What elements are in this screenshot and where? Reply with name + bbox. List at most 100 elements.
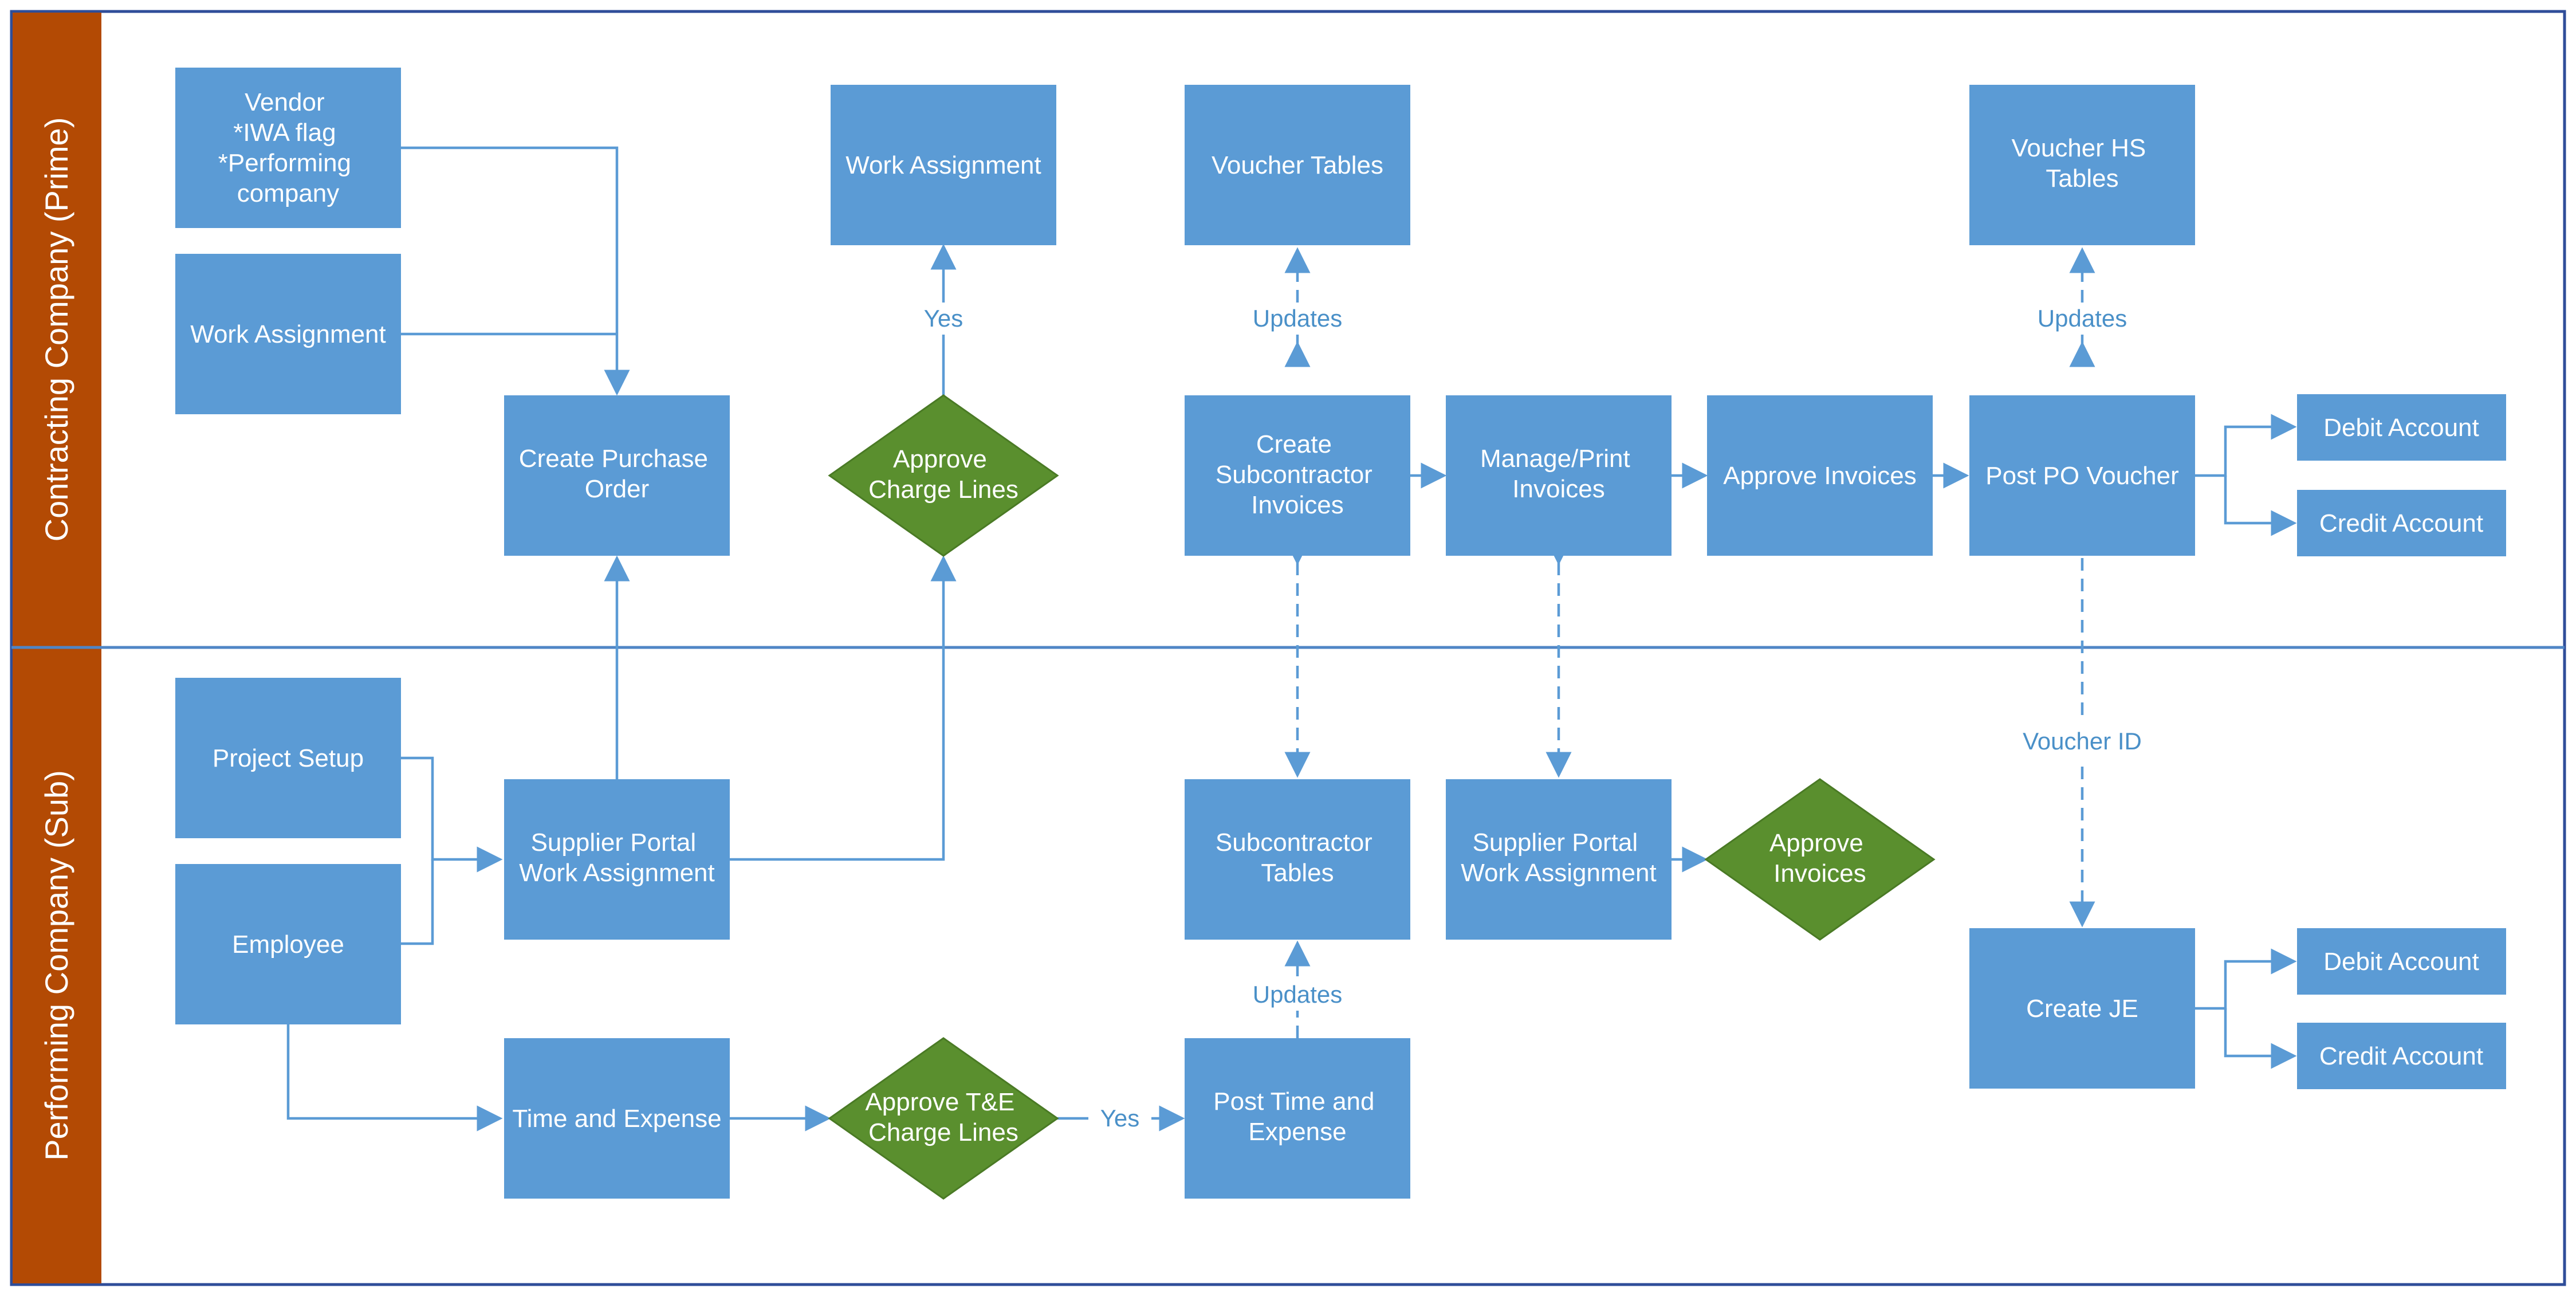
svg-text:Debit Account: Debit Account — [2323, 414, 2479, 442]
svg-text:Create Purchase Order: Create Purchase Order — [519, 445, 715, 503]
node-manage-print-invoices: Manage/Print Invoices — [1446, 395, 1672, 556]
edge-label-updates-voucher-hs: Updates — [2038, 305, 2127, 332]
node-create-po-line-1: Create Purchase — [519, 445, 708, 473]
node-supplier-portal-wa-1-line-1: Supplier Portal — [531, 828, 697, 857]
svg-text:Project Setup: Project Setup — [213, 744, 364, 772]
svg-text:Credit Account: Credit Account — [2319, 1042, 2483, 1070]
node-credit-account-prime-line-1: Credit Account — [2319, 509, 2483, 537]
node-employee: Employee — [175, 864, 401, 1024]
node-supplier-portal-wa-1-line-2: Work Assignment — [519, 859, 715, 887]
node-create-sub-invoices-line-2: Subcontractor — [1216, 461, 1372, 489]
node-project-setup-line-1: Project Setup — [213, 744, 364, 772]
node-voucher-tables-line-1: Voucher Tables — [1212, 151, 1383, 179]
svg-text:Create JE: Create JE — [2026, 995, 2138, 1023]
node-approve-te-charge-lines-line-1: Approve T&E — [865, 1088, 1014, 1116]
node-create-sub-invoices-line-1: Create — [1256, 430, 1332, 458]
svg-text:Post Time and Expense: Post Time and Expense — [1213, 1087, 1382, 1146]
node-create-je: Create JE — [1969, 928, 2195, 1089]
edge-post-to-debit — [2194, 414, 2297, 477]
svg-text:Time and Expense: Time and Expense — [512, 1105, 721, 1133]
edge-project-to-spwa — [401, 756, 503, 873]
node-create-subcontractor-invoices: Create Subcontractor Invoices — [1185, 395, 1410, 556]
node-subcontractor-tables-line-2: Tables — [1261, 859, 1334, 887]
node-approve-invoices-prime: Approve Invoices — [1707, 395, 1933, 556]
node-vendor-line-3: *Performing — [218, 149, 351, 177]
svg-text:Voucher HS Tables: Voucher HS Tables — [2011, 134, 2153, 193]
node-create-po-line-2: Order — [585, 475, 649, 503]
lane-label-sub: Performing Company (Sub) — [38, 770, 74, 1161]
node-supplier-portal-wa-1: Supplier Portal Work Assignment — [504, 779, 730, 940]
node-approve-te-charge-lines: Approve T&E Charge Lines — [828, 1037, 1059, 1200]
node-approve-invoices-sub: Approve Invoices — [1704, 778, 1936, 941]
svg-text:Vendor *IWA flag *: Vendor *IWA flag *Performing company — [218, 88, 359, 207]
edge-label-updates-voucher: Updates — [1253, 305, 1342, 332]
node-supplier-portal-wa-2-line-2: Work Assignment — [1461, 859, 1657, 887]
node-time-and-expense-line-1: Time and Expense — [512, 1105, 721, 1133]
node-debit-account-sub-line-1: Debit Account — [2323, 948, 2479, 976]
node-debit-account-sub: Debit Account — [2297, 928, 2506, 995]
node-approve-charge-lines-line-2: Charge Lines — [868, 476, 1018, 504]
node-voucher-hs-tables: Voucher HS Tables — [1969, 85, 2195, 245]
node-approve-invoices-prime-line-1: Approve Invoices — [1723, 462, 1917, 490]
svg-text:Post PO Voucher: Post PO Voucher — [1985, 462, 2179, 490]
lane-header-prime — [13, 13, 101, 647]
svg-text:Work Assignment: Work Assignment — [190, 320, 386, 348]
svg-text:Supplier Portal Work Ass: Supplier Portal Work Assignment — [519, 828, 715, 887]
edge-je-to-credit — [2224, 1008, 2297, 1069]
node-approve-invoices-sub-line-1: Approve — [1769, 829, 1863, 857]
node-vendor-line-4: company — [237, 179, 340, 207]
node-supplier-portal-wa-2-line-1: Supplier Portal — [1473, 828, 1638, 857]
node-create-sub-invoices-line-3: Invoices — [1251, 491, 1343, 519]
node-debit-account-prime: Debit Account — [2297, 394, 2506, 461]
svg-text:Work Assignment: Work Assignment — [845, 151, 1041, 179]
svg-text:Supplier Portal Work Ass: Supplier Portal Work Assignment — [1461, 828, 1657, 887]
edge-je-to-debit — [2194, 948, 2297, 1010]
node-post-time-expense-line-1: Post Time and — [1213, 1087, 1374, 1116]
node-voucher-hs-tables-line-2: Tables — [2046, 164, 2118, 193]
node-credit-account-prime: Credit Account — [2297, 490, 2506, 556]
node-approve-charge-lines: Approve Charge Lines — [828, 394, 1059, 557]
edge-spwa-to-approve — [729, 555, 957, 861]
node-project-setup: Project Setup — [175, 678, 401, 838]
node-subcontractor-tables: Subcontractor Tables — [1185, 779, 1410, 940]
edge-post-to-credit — [2224, 476, 2297, 536]
node-post-time-and-expense: Post Time and Expense — [1185, 1038, 1410, 1199]
node-post-po-voucher-line-1: Post PO Voucher — [1985, 462, 2179, 490]
svg-text:Credit Account: Credit Account — [2319, 509, 2483, 537]
node-credit-account-sub: Credit Account — [2297, 1023, 2506, 1089]
node-debit-account-prime-line-1: Debit Account — [2323, 414, 2479, 442]
edge-label-yes-top: Yes — [924, 305, 963, 332]
node-voucher-hs-tables-line-1: Voucher HS — [2011, 134, 2146, 162]
edge-label-voucher-id: Voucher ID — [2023, 728, 2142, 755]
node-work-assignment-input: Work Assignment — [175, 254, 401, 414]
node-vendor-line-2: *IWA flag — [233, 119, 336, 147]
node-employee-line-1: Employee — [232, 930, 344, 959]
svg-text:Approve Charge Lines: Approve Charge Lines — [868, 445, 1018, 504]
node-approve-charge-lines-line-1: Approve — [893, 445, 987, 473]
node-post-time-expense-line-2: Expense — [1248, 1118, 1346, 1146]
node-create-je-line-1: Create JE — [2026, 995, 2138, 1023]
svg-text:Approve Invoices: Approve Invoices — [1723, 462, 1917, 490]
node-create-purchase-order: Create Purchase Order — [504, 395, 730, 556]
node-work-assignment-input-line-1: Work Assignment — [190, 320, 386, 348]
lane-header-sub — [13, 647, 101, 1283]
node-manage-print-invoices-line-1: Manage/Print — [1480, 445, 1630, 473]
edge-label-yes-bottom: Yes — [1100, 1105, 1140, 1132]
edge-vendor-to-po — [401, 146, 630, 396]
edge-employee-to-te — [286, 1024, 503, 1132]
node-approve-te-charge-lines-line-2: Charge Lines — [868, 1118, 1018, 1146]
node-work-assignment-top-line-1: Work Assignment — [845, 151, 1041, 179]
node-time-and-expense: Time and Expense — [504, 1038, 730, 1199]
node-post-po-voucher: Post PO Voucher — [1969, 395, 2195, 556]
node-manage-print-invoices-line-2: Invoices — [1512, 475, 1604, 503]
node-vendor: Vendor *IWA flag *Performing company — [175, 68, 401, 228]
node-subcontractor-tables-line-1: Subcontractor — [1216, 828, 1372, 857]
svg-text:Create Subcontractor: Create Subcontractor Invoices — [1216, 430, 1379, 519]
node-work-assignment-top: Work Assignment — [831, 85, 1056, 245]
svg-text:Subcontractor Tables: Subcontractor Tables — [1216, 828, 1379, 887]
node-approve-invoices-sub-line-2: Invoices — [1773, 859, 1866, 887]
edge-employee-to-spwa — [401, 859, 434, 945]
svg-text:Approve Invoices: Approve Invoices — [1769, 829, 1870, 887]
lane-label-prime: Contracting Company (Prime) — [38, 117, 74, 542]
